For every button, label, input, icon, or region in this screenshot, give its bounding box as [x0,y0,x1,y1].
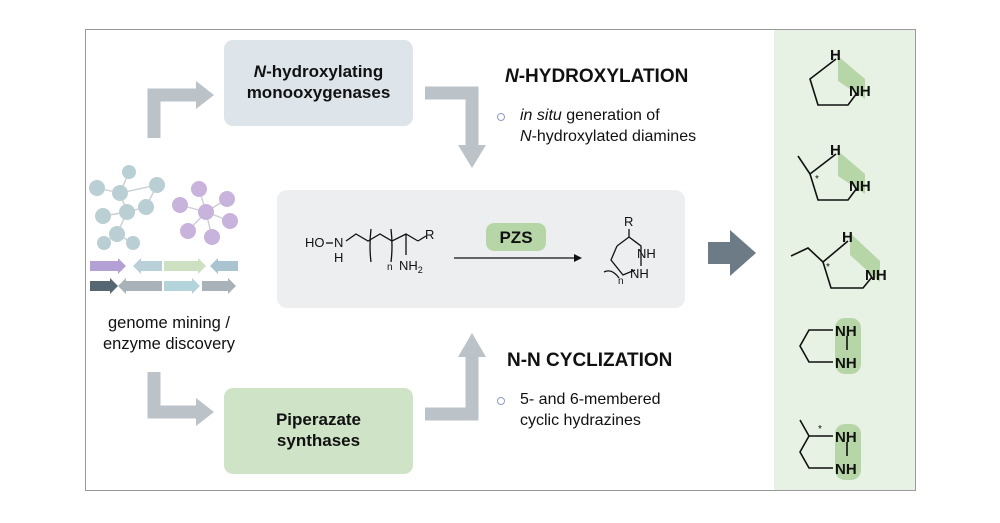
pzs-label: PZS [499,228,532,247]
product2-nh: NH [849,178,871,195]
product2-h: H [830,142,841,159]
arrowhead-bottom-center [458,333,486,357]
bullet-icon [497,397,505,405]
arrow-bottom-to-center [425,355,479,421]
gene-cluster-row-1 [90,258,238,274]
reaction-box [277,190,685,308]
hydroxylation-bullet: in situ generation of N-hydroxylated dia… [520,107,697,145]
product1-nh: NH [849,83,871,100]
dark-arrow-to-products [708,230,756,276]
arrowhead-left-bottom [196,398,214,426]
r-label: R [425,227,434,242]
arrow-top-to-center [425,86,479,147]
product4-nh-top: NH [835,323,857,340]
product3-nh: NH [865,267,887,284]
arrow-left-to-bottom [147,372,198,419]
subscript-n: n [387,262,393,273]
arrow-left-to-top [147,88,198,138]
product2-stereo: * [815,174,819,185]
reaction-arrowhead [574,254,582,262]
bullet-icon [497,113,505,121]
top-box-italic-n: N [253,62,267,82]
bottom-box-line1: Piperazate [275,410,362,430]
arrowhead-left-top [196,81,214,109]
n-label: N [334,235,343,250]
top-box-line2: monooxygenases [246,83,391,102]
h-label: H [334,250,343,265]
product5-stereo: * [818,424,822,435]
product1-h: H [830,47,841,64]
product3-h: H [842,229,853,246]
cyclization-heading: N-N CYCLIZATION [507,350,673,371]
bottom-box-line2: synthases [276,431,361,450]
ho-label: HO [305,235,325,250]
pzs-badge [486,223,546,251]
arrowhead-top-center [458,145,486,168]
products-panel [774,30,915,490]
nh2-label: NH2 [399,258,423,275]
product5-nh-bottom: NH [835,461,857,478]
product-nh-bottom: NH [630,266,649,281]
product-nh-top: NH [637,246,656,261]
product5-nh-top: NH [835,429,857,446]
gene-cluster-row-2 [90,278,236,294]
product4-nh-bottom: NH [835,355,857,372]
cyclization-bullet: 5- and 6-membered cyclic hydrazines [520,391,661,429]
product-subscript-n: n [618,276,624,287]
genome-mining-caption: genome mining / enzyme discovery [102,314,236,354]
product-r-label: R [624,214,633,229]
n-hydroxylating-monooxygenases-box: N-hydroxylating monooxygenases [224,40,413,126]
top-box-line1: -hydroxylating [266,62,384,82]
product3-stereo: * [826,262,830,273]
piperazate-synthases-box: Piperazate synthases [224,388,413,474]
hydroxylation-heading: N-HYDROXYLATION [505,66,689,87]
